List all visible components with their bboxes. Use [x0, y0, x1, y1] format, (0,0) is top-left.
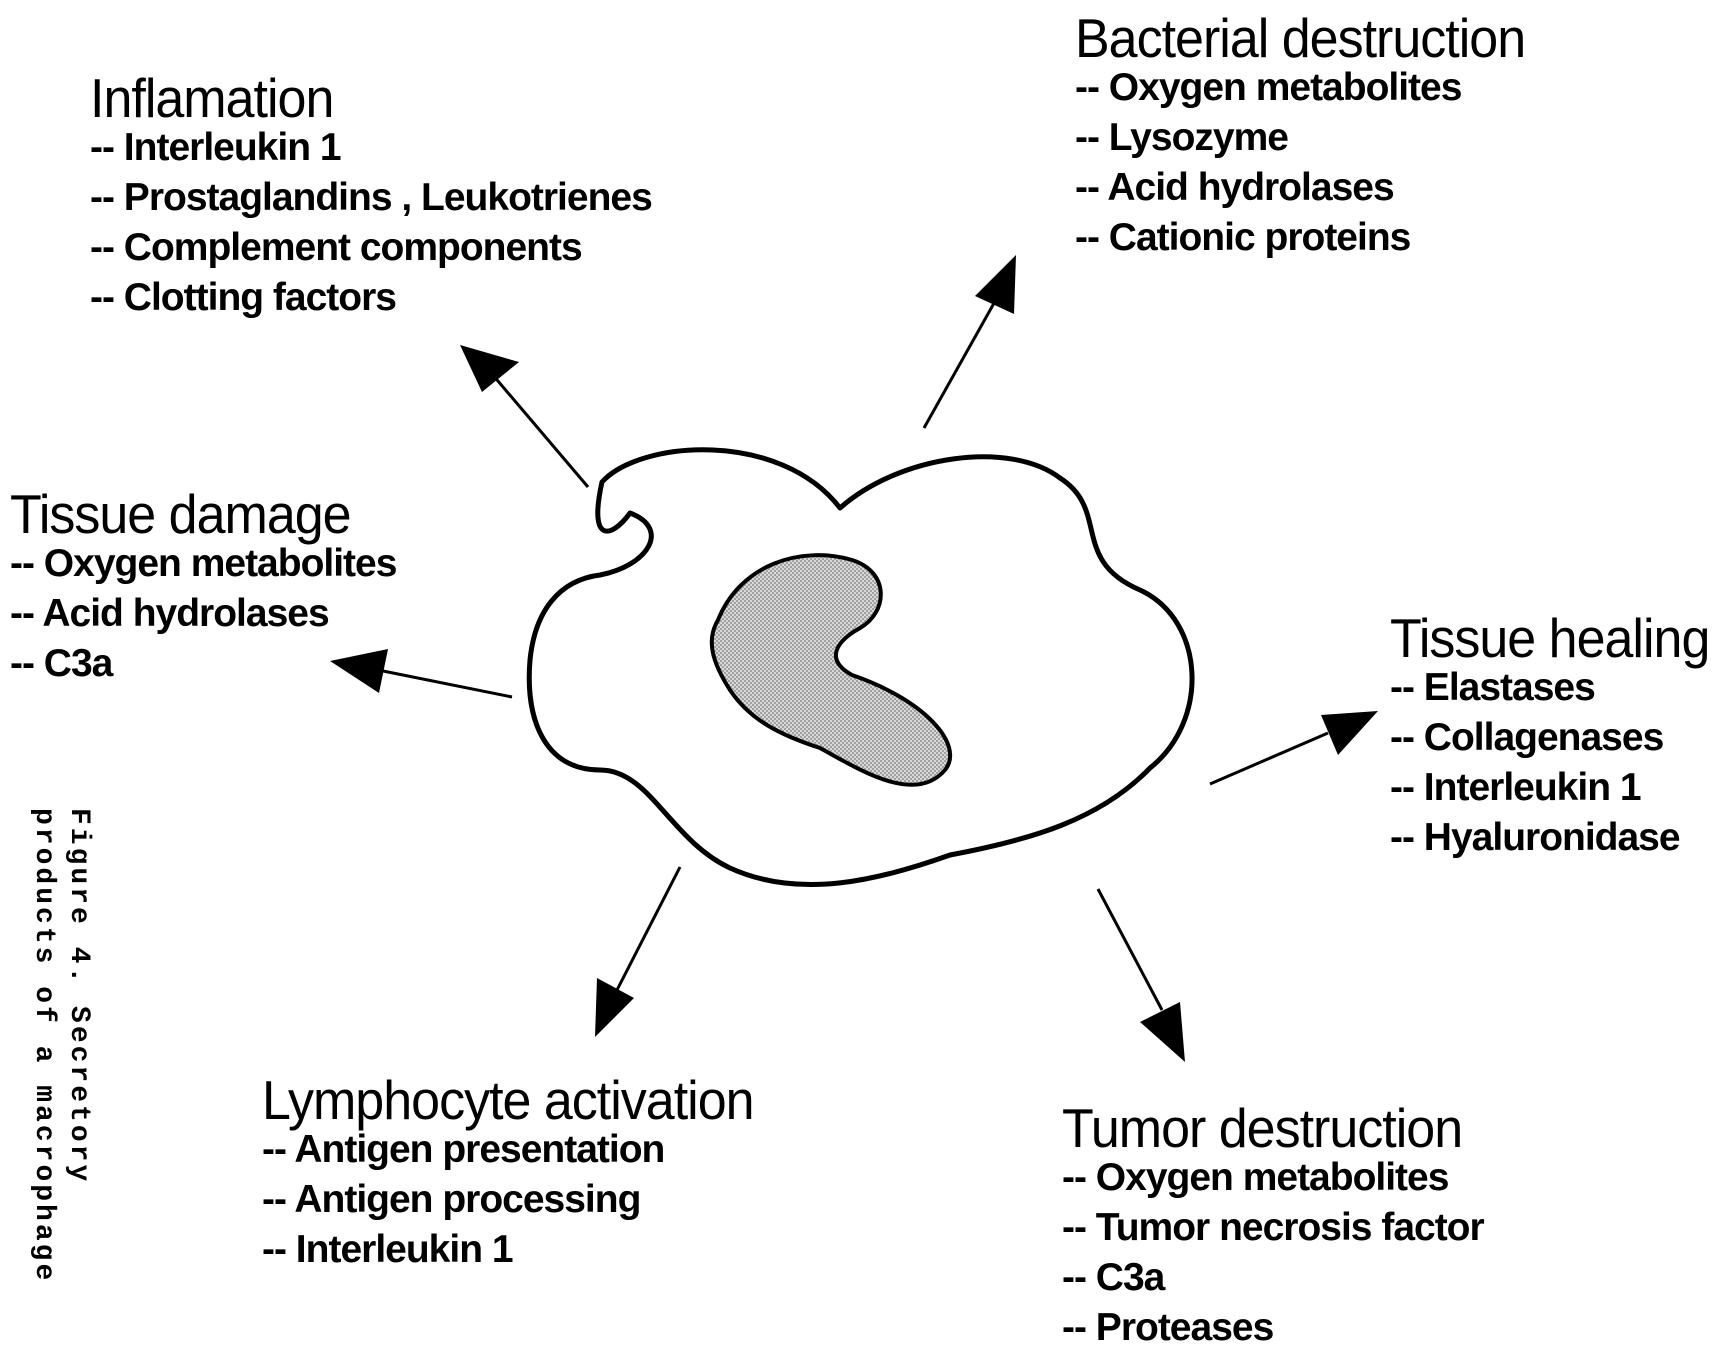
macrophage-cell-outline — [529, 450, 1192, 885]
tissue-damage-block: Tissue damage -- Oxygen metabolites -- A… — [10, 488, 396, 694]
inflamation-title: Inflamation — [90, 72, 652, 127]
bacterial-destruction-title: Bacterial destruction — [1075, 12, 1525, 67]
caption-line-1: Figure 4. Secretory — [61, 808, 96, 1351]
list-item: -- Tumor necrosis factor — [1062, 1208, 1484, 1247]
list-item: -- Prostaglandins , Leukotrienes — [90, 178, 652, 217]
list-item: -- Collagenases — [1390, 718, 1709, 757]
arrow-to-tissue-healing — [1210, 711, 1378, 784]
list-item: -- Acid hydrolases — [1075, 168, 1525, 207]
arrow-to-tumor-destruction — [1098, 889, 1185, 1062]
list-item: -- Hyaluronidase — [1390, 818, 1709, 857]
tissue-healing-block: Tissue healing -- Elastases -- Collagena… — [1390, 612, 1709, 868]
list-item: -- C3a — [1062, 1258, 1484, 1297]
lymphocyte-activation-title: Lymphocyte activation — [262, 1074, 754, 1129]
tissue-damage-list: -- Oxygen metabolites -- Acid hydrolases… — [10, 544, 396, 683]
tissue-healing-title: Tissue healing — [1390, 612, 1709, 667]
list-item: -- Antigen processing — [262, 1180, 754, 1219]
bacterial-destruction-block: Bacterial destruction -- Oxygen metaboli… — [1075, 12, 1525, 268]
list-item: -- Acid hydrolases — [10, 594, 396, 633]
arrow-to-lymphocyte-activation — [595, 867, 680, 1037]
figure-caption: Figure 4. Secretory products of a macrop… — [26, 808, 96, 1351]
caption-line-2: products of a macrophage — [26, 808, 61, 1351]
inflamation-block: Inflamation -- Interleukin 1 -- Prostagl… — [90, 72, 652, 328]
list-item: -- Interleukin 1 — [262, 1230, 754, 1269]
list-item: -- Interleukin 1 — [1390, 768, 1709, 807]
list-item: -- Clotting factors — [90, 278, 652, 317]
list-item: -- Antigen presentation — [262, 1130, 754, 1169]
inflamation-list: -- Interleukin 1 -- Prostaglandins , Leu… — [90, 128, 652, 317]
lymphocyte-activation-block: Lymphocyte activation -- Antigen present… — [262, 1074, 754, 1280]
tissue-healing-list: -- Elastases -- Collagenases -- Interleu… — [1390, 668, 1709, 857]
lymphocyte-activation-list: -- Antigen presentation -- Antigen proce… — [262, 1130, 754, 1269]
tumor-destruction-title: Tumor destruction — [1062, 1102, 1484, 1157]
tumor-destruction-list: -- Oxygen metabolites -- Tumor necrosis … — [1062, 1158, 1484, 1347]
tumor-destruction-block: Tumor destruction -- Oxygen metabolites … — [1062, 1102, 1484, 1351]
tissue-damage-title: Tissue damage — [10, 488, 396, 543]
list-item: -- Oxygen metabolites — [1062, 1158, 1484, 1197]
list-item: -- C3a — [10, 644, 396, 683]
list-item: -- Elastases — [1390, 668, 1709, 707]
list-item: -- Oxygen metabolites — [10, 544, 396, 583]
list-item: -- Oxygen metabolites — [1075, 68, 1525, 107]
arrow-to-bacterial-destruction — [924, 255, 1016, 428]
list-item: -- Proteases — [1062, 1308, 1484, 1347]
arrow-to-inflamation — [460, 345, 588, 487]
list-item: -- Cationic proteins — [1075, 218, 1525, 257]
list-item: -- Lysozyme — [1075, 118, 1525, 157]
list-item: -- Complement components — [90, 228, 652, 267]
list-item: -- Interleukin 1 — [90, 128, 652, 167]
bacterial-destruction-list: -- Oxygen metabolites -- Lysozyme -- Aci… — [1075, 68, 1525, 257]
